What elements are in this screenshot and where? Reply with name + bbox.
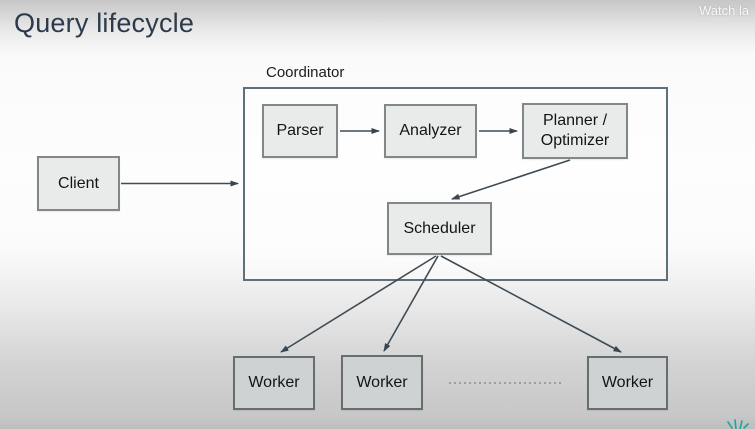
node-worker-1: Worker [233, 356, 315, 410]
node-worker-2: Worker [341, 355, 423, 410]
node-scheduler: Scheduler [387, 202, 492, 255]
node-planner-label-line1: Planner / [542, 112, 608, 129]
node-worker-1-label: Worker [248, 374, 300, 391]
coordinator-group-label: Coordinator [266, 64, 345, 81]
node-worker-3-label: Worker [601, 374, 654, 391]
node-analyzer-label: Analyzer [399, 122, 462, 139]
brand-logo-icon [727, 419, 749, 429]
node-planner-optimizer: Planner / Optimizer [522, 103, 628, 159]
watch-later-button[interactable]: Watch la [699, 3, 750, 18]
node-worker-3: Worker [587, 356, 668, 410]
node-parser-label: Parser [276, 122, 324, 139]
page-title: Query lifecycle [14, 8, 195, 38]
node-scheduler-label: Scheduler [403, 219, 476, 237]
node-worker-2-label: Worker [356, 373, 408, 391]
node-planner-label-line2: Optimizer [540, 132, 610, 149]
node-client-label: Client [58, 174, 99, 192]
node-client: Client [37, 156, 120, 211]
node-analyzer: Analyzer [384, 104, 477, 158]
node-parser: Parser [262, 104, 338, 158]
